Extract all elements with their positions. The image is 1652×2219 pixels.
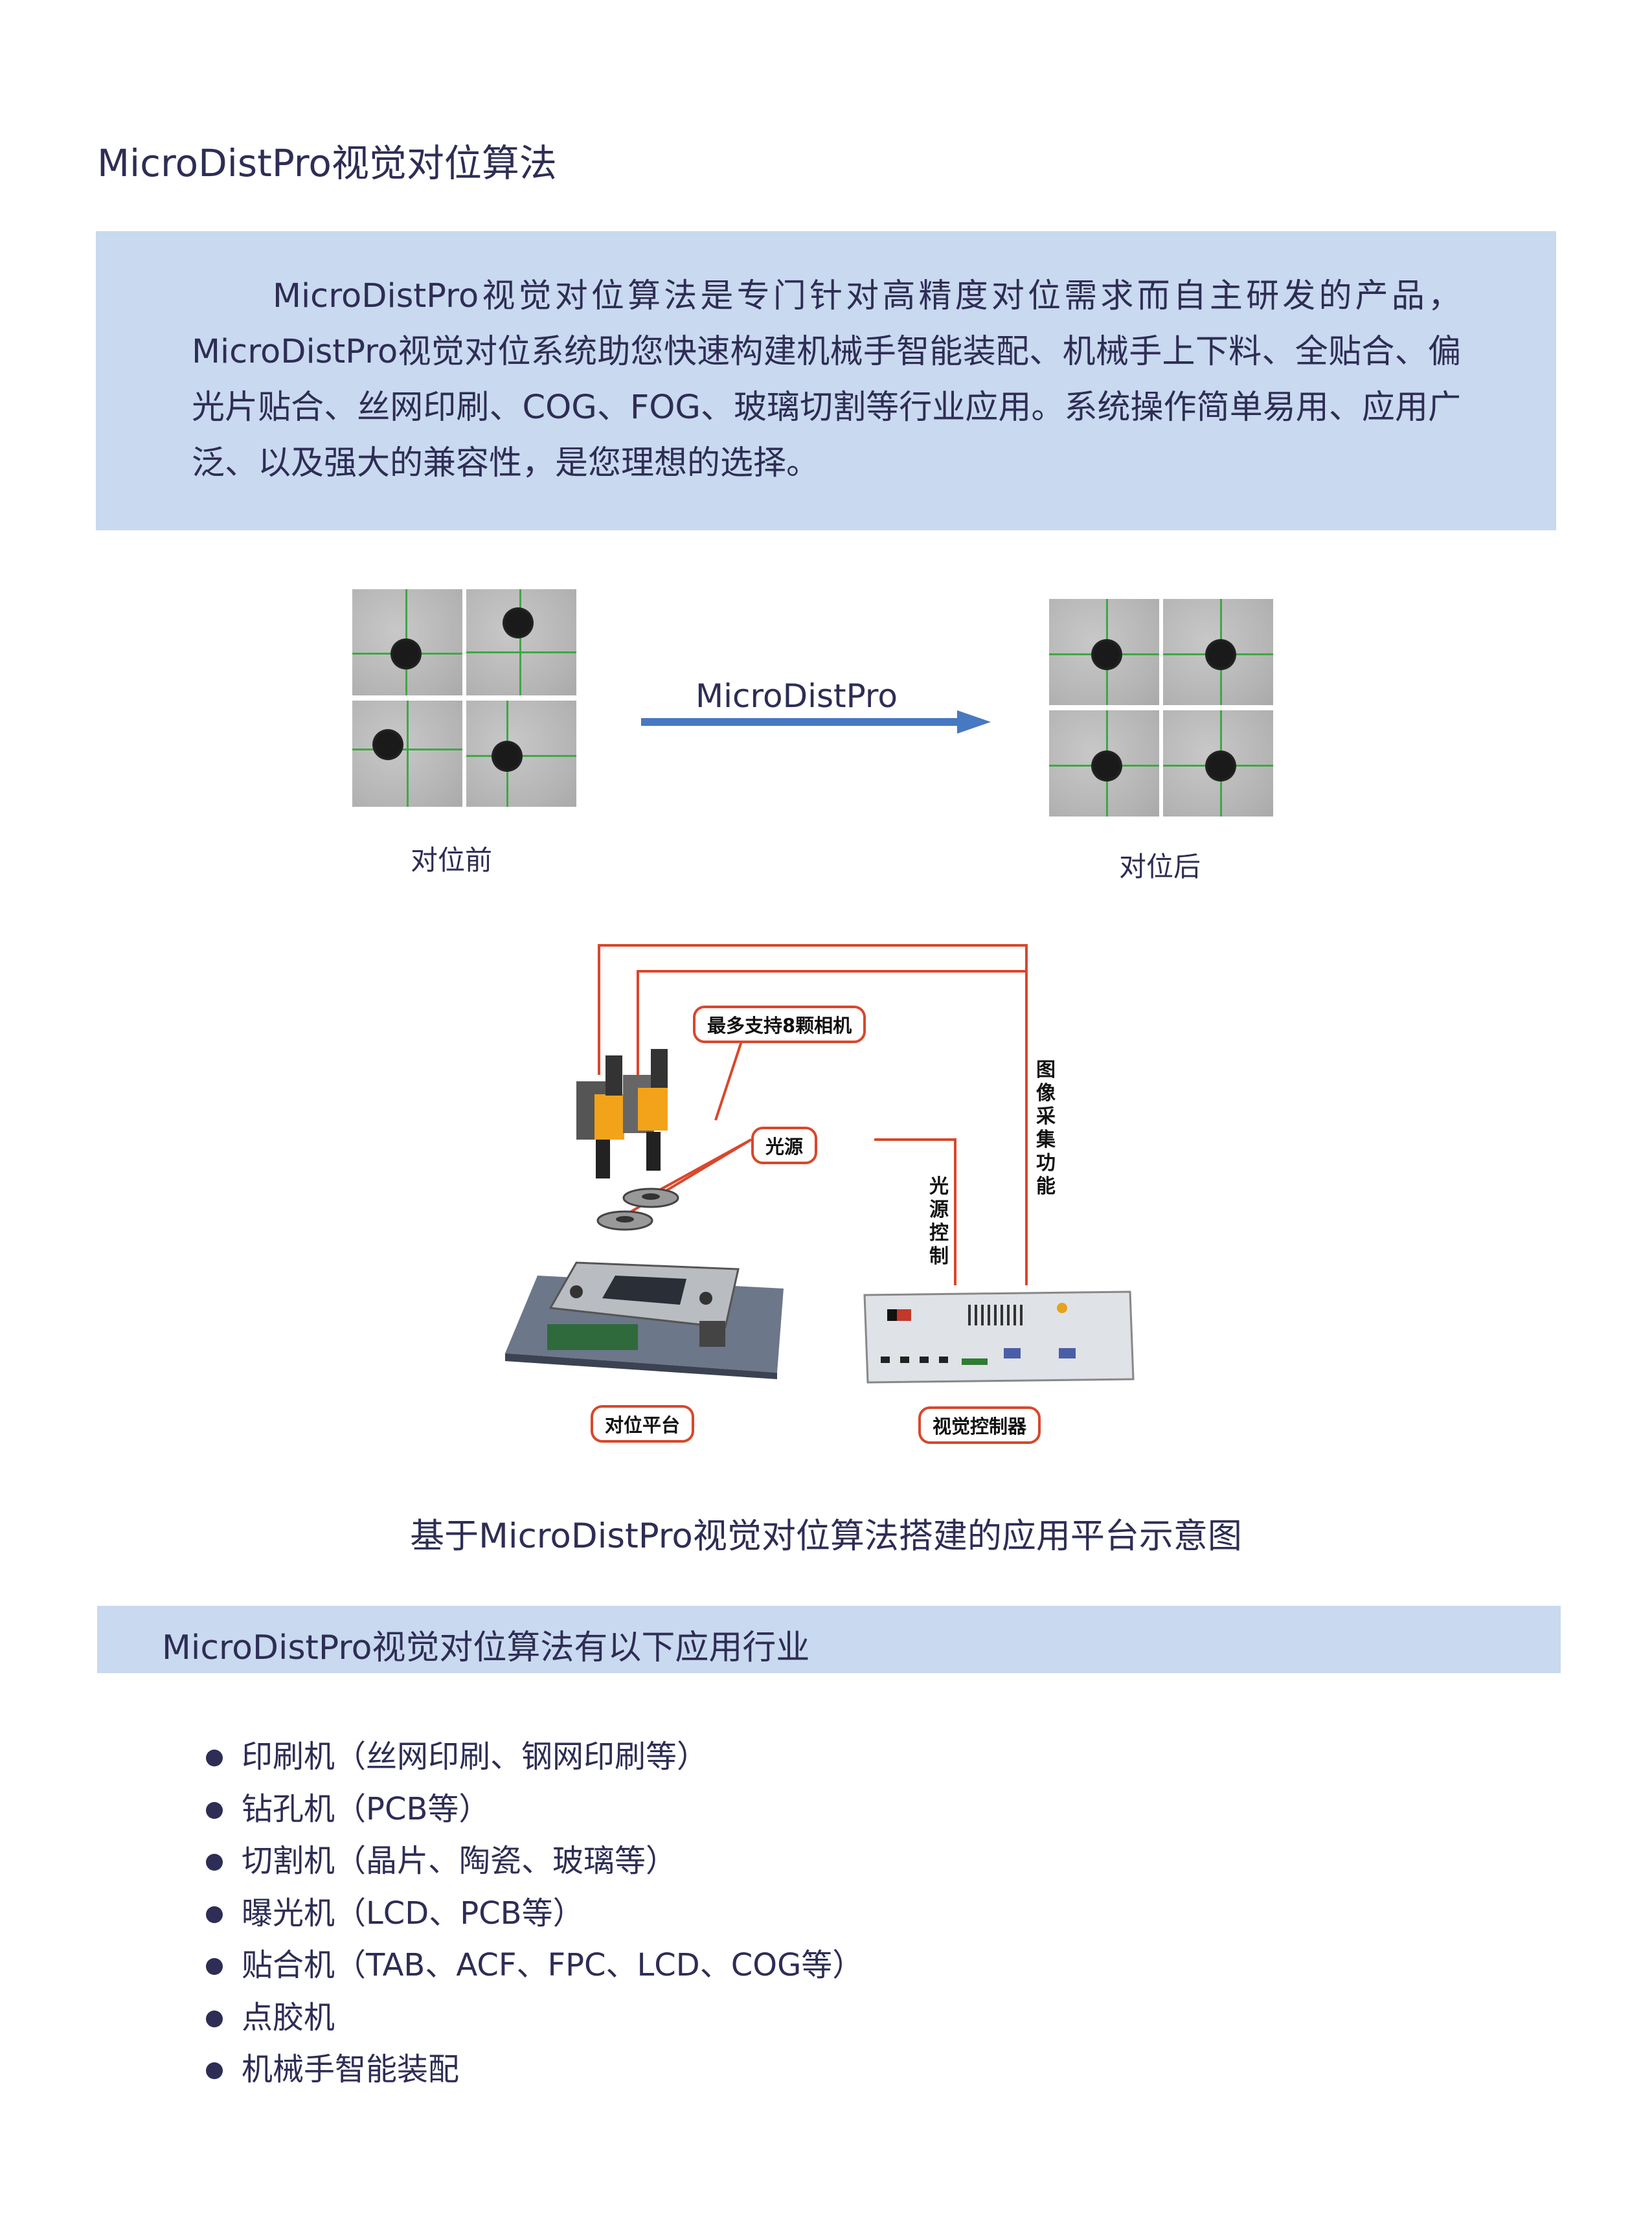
- after-alignment-image: [1049, 599, 1277, 819]
- arrow-right-icon: [641, 710, 991, 734]
- bullet-icon: [206, 1750, 223, 1766]
- vision-controller-icon: [863, 1290, 1135, 1384]
- system-diagram: [505, 944, 1135, 1384]
- list-item: 贴合机（TAB、ACF、FPC、LCD、COG等）: [206, 1939, 863, 1992]
- intro-paragraph: MicroDistPro视觉对位算法是专门针对高精度对位需求而自主研发的产品，M…: [192, 277, 1461, 482]
- vision-controller-tag: 视觉控制器: [918, 1406, 1041, 1444]
- bullet-icon: [206, 2062, 223, 2079]
- intro-box: MicroDistPro视觉对位算法是专门针对高精度对位需求而自主研发的产品，M…: [96, 231, 1556, 530]
- list-item: 切割机（晶片、陶瓷、玻璃等）: [206, 1835, 863, 1887]
- list-item: 印刷机（丝网印刷、钢网印刷等）: [206, 1731, 863, 1783]
- bullet-icon: [206, 1801, 223, 1819]
- bullet-icon: [206, 1958, 223, 1975]
- applications-heading: MicroDistPro视觉对位算法有以下应用行业: [162, 1628, 810, 1667]
- list-item: 点胶机: [206, 1992, 863, 2044]
- before-alignment-image: [352, 589, 580, 809]
- camera-icon: [576, 1049, 668, 1178]
- list-item: 曝光机（LCD、PCB等）: [206, 1887, 863, 1940]
- bullet-icon: [206, 2010, 223, 2027]
- before-caption: 对位前: [411, 844, 493, 876]
- camera-tag: 最多支持8颗相机: [693, 1006, 866, 1043]
- list-item: 钻孔机（PCB等）: [206, 1783, 863, 1836]
- alignment-platform-tag: 对位平台: [591, 1405, 695, 1443]
- diagram-caption: 基于MicroDistPro视觉对位算法搭建的应用平台示意图: [410, 1516, 1242, 1556]
- wire-lines: [598, 944, 1028, 1285]
- light-ring-icon: [596, 1188, 679, 1231]
- applications-heading-bar: MicroDistPro视觉对位算法有以下应用行业: [97, 1606, 1561, 1673]
- image-acquisition-label: 图像采集功能: [1036, 1059, 1056, 1198]
- light-source-tag: 光源: [751, 1127, 818, 1164]
- bullet-icon: [206, 1854, 223, 1871]
- after-caption: 对位后: [1119, 851, 1201, 883]
- list-item: 机械手智能装配: [206, 2044, 863, 2096]
- bullet-icon: [206, 1906, 223, 1923]
- arrow-label: MicroDistPro: [696, 677, 898, 715]
- applications-list: 印刷机（丝网印刷、钢网印刷等） 钻孔机（PCB等） 切割机（晶片、陶瓷、玻璃等）…: [206, 1731, 863, 2096]
- light-control-label: 光源控制: [929, 1175, 949, 1268]
- alignment-platform-icon: [505, 1261, 784, 1379]
- page-title: MicroDistPro视觉对位算法: [97, 141, 557, 185]
